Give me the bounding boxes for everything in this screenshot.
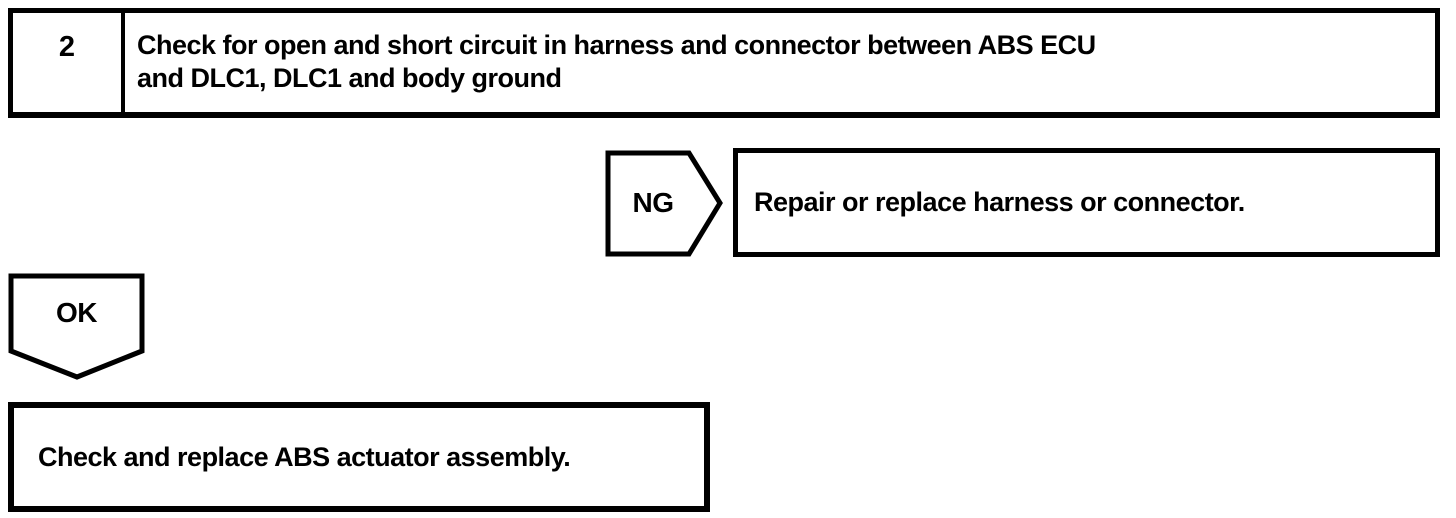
ng-action-box: Repair or replace harness or connector. — [733, 148, 1440, 257]
ok-connector-shape: OK — [8, 273, 145, 380]
step-number: 2 — [58, 31, 76, 63]
ok-action-box: Check and replace ABS actuator assembly. — [8, 402, 710, 512]
ok-action-text: Check and replace ABS actuator assembly. — [38, 441, 571, 472]
ok-label: OK — [56, 297, 98, 328]
ng-label: NG — [632, 186, 675, 218]
step-instruction-line-2: and DLC1, DLC1 and body ground — [137, 63, 562, 93]
step-number-cell: 2 — [13, 13, 125, 112]
step-instruction: Check for open and short circuit in harn… — [125, 13, 1435, 112]
ng-connector-shape: NG — [605, 150, 723, 257]
ng-action-text: Repair or replace harness or connector. — [754, 187, 1245, 217]
ok-pentagon-icon — [8, 273, 145, 380]
step-instruction-line-1: Check for open and short circuit in harn… — [137, 30, 1096, 60]
step-box: 2 Check for open and short circuit in ha… — [8, 8, 1440, 118]
ng-pentagon-icon — [605, 150, 723, 257]
